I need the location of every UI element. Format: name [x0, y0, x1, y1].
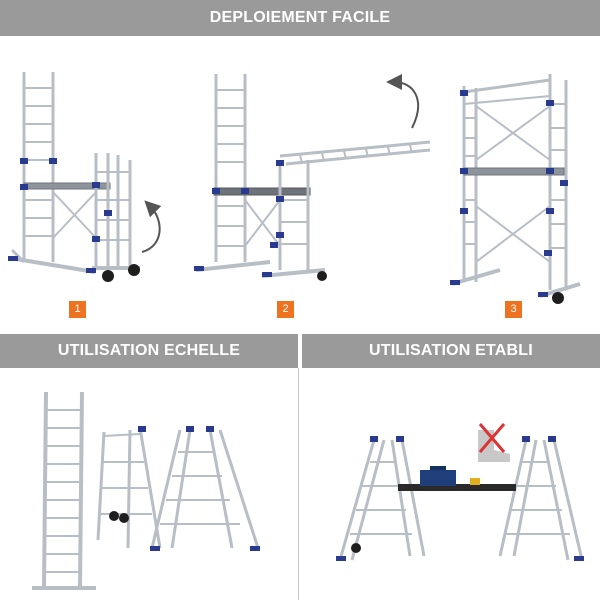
wheels-step-3 [552, 292, 564, 304]
wheels-ladder-use [109, 511, 129, 523]
bench-use-header: UTILISATION ETABLI [302, 334, 600, 368]
workbench-platform [398, 484, 516, 491]
wheels-bench-use [351, 543, 361, 553]
connectors-step-2 [194, 160, 284, 277]
toolbox-icon [420, 466, 456, 486]
scaffold-step-3 [451, 74, 581, 298]
step-badge-1: 1 [69, 301, 86, 318]
scaffold-step-1 [9, 72, 140, 274]
rotate-arrow-icon [386, 74, 419, 129]
ladder-use-header-text: UTILISATION ECHELLE [57, 342, 241, 359]
connectors-ladder-use [138, 426, 260, 551]
workbench-scaffold [338, 439, 584, 561]
deploy-header: DEPLOIEMENT FACILE [0, 0, 600, 36]
step-badge-2: 2 [277, 301, 294, 318]
step-ladder-small [96, 427, 162, 549]
straight-ladder [32, 391, 96, 590]
wheels-step-1 [102, 264, 140, 282]
scaffold-step-2 [195, 74, 431, 278]
no-step-icon [478, 423, 510, 462]
section-divider [298, 368, 299, 600]
step-ladder-large [150, 429, 260, 549]
tape-measure-icon [470, 478, 480, 485]
step-badge-3: 3 [505, 301, 522, 318]
connectors-step-1 [8, 158, 112, 273]
connectors-step-3 [450, 90, 568, 297]
deploy-header-text: DEPLOIEMENT FACILE [209, 9, 391, 26]
wheels-step-2 [317, 271, 327, 281]
connectors-bench-use [336, 436, 584, 561]
bench-use-header-text: UTILISATION ETABLI [369, 342, 533, 359]
rotate-arrow-icon [141, 200, 162, 253]
ladder-use-header: UTILISATION ECHELLE [0, 334, 298, 368]
